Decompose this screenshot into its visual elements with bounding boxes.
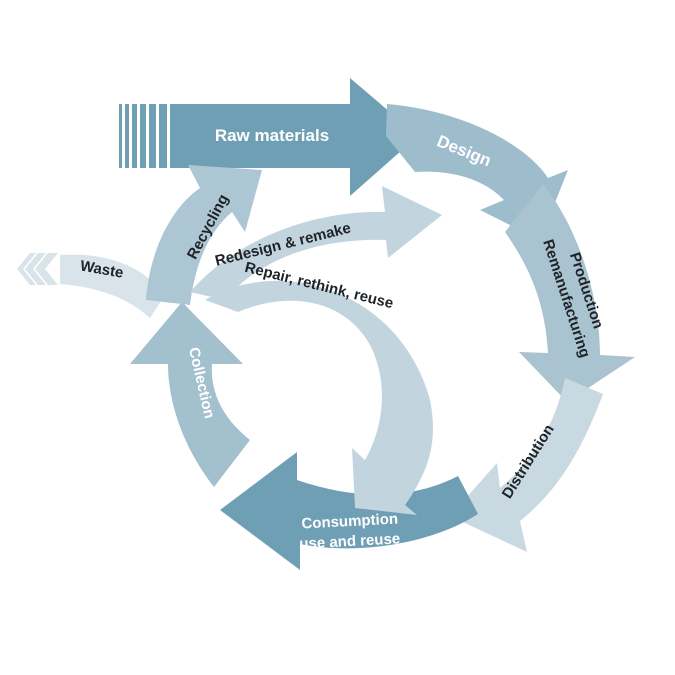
redesign-arrow bbox=[190, 186, 442, 300]
distribution-arrow bbox=[450, 378, 603, 552]
raw-materials-label: Raw materials bbox=[215, 126, 329, 145]
production-arrow bbox=[505, 184, 635, 402]
design-arrow bbox=[386, 104, 568, 240]
consumption-arrow bbox=[220, 452, 478, 570]
repair-arrow bbox=[205, 280, 433, 515]
collection-arrow bbox=[130, 302, 250, 487]
recycling-arrow bbox=[146, 165, 262, 305]
waste-arrow bbox=[17, 253, 165, 318]
consumption-label: Consumption bbox=[301, 510, 398, 532]
use-and-reuse-label: use and reuse bbox=[299, 530, 401, 552]
redesign-label: Redesign & remake bbox=[213, 220, 352, 270]
raw-materials-arrow bbox=[119, 78, 418, 196]
